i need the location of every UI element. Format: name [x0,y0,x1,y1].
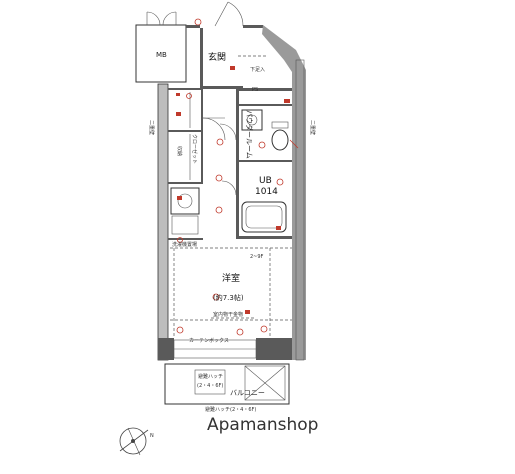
label-shoe-box: 下足入 [250,67,265,73]
electrical-marks [176,18,299,336]
label-ub-size: 1014 [255,187,278,197]
label-main-room-size: (約7.3帖) [213,293,244,302]
label-balcony: バルコニー [230,389,265,397]
wall-window-right [256,338,292,360]
label-bottom-note: 避難ハッチ(2・4・6F) [205,406,256,413]
label-closet: クローゼット [191,134,198,164]
label-ub: UB [259,176,272,186]
doors [146,1,244,196]
label-ps: PS [252,87,258,93]
wall-right-exterior [262,25,306,360]
wall-closet-right [201,88,203,182]
balcony-hatch [244,365,286,401]
wall-washer-top [168,182,203,184]
label-curtain-box: カーテンボックス [189,337,229,344]
wall-top [186,25,200,28]
wall-top-right [243,25,263,28]
wall-closet-top [168,88,203,90]
svg-text:N: N [150,433,154,439]
fixtures [164,59,305,405]
wall-ub-bottom [236,236,292,239]
label-powder-room: パウダールーム [245,110,254,159]
wall-bath-top [236,88,292,91]
brand-logo-text: Apamanshop [207,415,318,435]
structural-walls [135,24,306,361]
label-mb: MB [156,51,167,59]
label-wall-note: 二重壁 [148,120,155,135]
balcony-area [164,363,290,405]
wall-left [157,83,169,361]
wall-washer-bottom [168,238,203,240]
label-storage: 収納 [176,146,183,156]
label-evac-hatch: 避難ハッチ [198,373,223,380]
label-main-room: 洋室 [222,272,240,284]
wall-ps [236,104,292,106]
toilet [271,129,289,151]
mb-wall [135,24,187,83]
compass-icon: N [119,427,154,456]
room-labels: MB 玄関 下足入 PS パウダールーム UB 1014 クローゼット 収納 洗… [148,51,316,413]
wall-entry-left [200,28,203,88]
bathtub [241,201,287,233]
wall-storage-mid [168,130,203,132]
dashed-lines [170,55,292,338]
label-laundry-hanger: 室内物干金物 [213,311,243,318]
washer-pan [170,187,200,215]
wall-entry-bottom [200,86,243,89]
wall-window-left [158,338,174,360]
wall-bath-left [236,88,239,238]
label-pipe-note: 二重壁 [309,120,316,135]
wall-ub-top [236,160,292,162]
label-entrance: 玄関 [208,51,226,63]
label-washer-space: 洗濯機置場 [172,241,197,248]
vanity [241,109,263,131]
label-floor-range: 2~9F [250,254,264,260]
label-evac-floors: (2・4・6F) [197,383,223,389]
